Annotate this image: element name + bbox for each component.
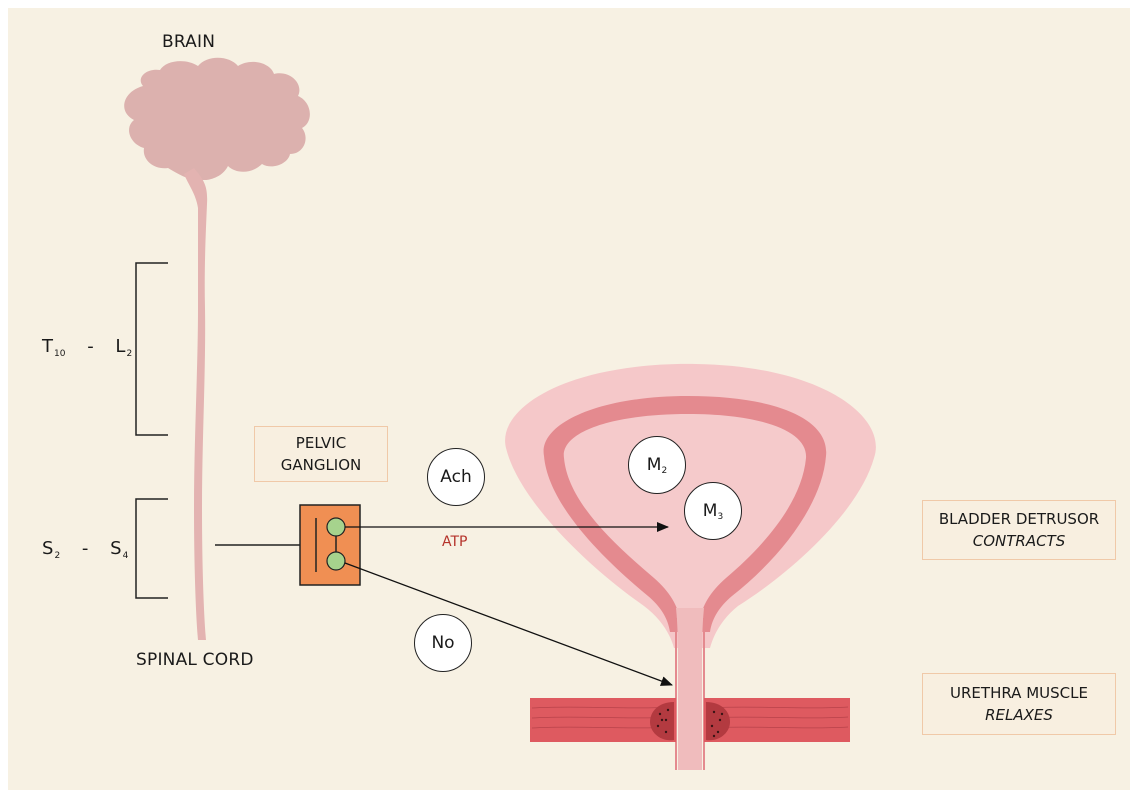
l-letter: L — [115, 336, 125, 357]
ganglion-cell-lower — [327, 552, 345, 570]
s2-subscript: 2 — [54, 551, 60, 561]
t-subscript: 10 — [54, 349, 65, 359]
urethra-line2: RELAXES — [923, 704, 1115, 726]
s2-letter: S — [42, 538, 53, 559]
m2-receptor-circle: M2 — [628, 436, 686, 494]
no-circle: No — [414, 614, 472, 672]
bladder-line2: CONTRACTS — [923, 530, 1115, 552]
s4-letter: S — [110, 538, 121, 559]
m3-receptor-circle: M3 — [684, 482, 742, 540]
bladder-detrusor-box: BLADDER DETRUSOR CONTRACTS — [922, 500, 1116, 560]
s4-subscript: 4 — [123, 551, 129, 561]
segment-t10-l2-label: T10 - L2 — [42, 336, 132, 359]
ach-circle: Ach — [427, 448, 485, 506]
dash-t-l: - — [87, 336, 94, 357]
spinal-cord-label: SPINAL CORD — [136, 650, 254, 670]
segment-s2-s4-label: S2 - S4 — [42, 538, 128, 561]
ganglion-cell-upper — [327, 518, 345, 536]
pelvic-ganglion-line2: GANGLION — [255, 454, 387, 476]
t-letter: T — [42, 336, 53, 357]
brain-shape — [124, 58, 310, 180]
m2-subscript: 2 — [661, 466, 667, 476]
diagram-canvas: BRAIN SPINAL CORD T10 - L2 S2 - S4 PELVI… — [8, 8, 1130, 790]
m2-letter: M — [647, 455, 662, 475]
pelvic-ganglion-line1: PELVIC — [255, 432, 387, 454]
dash-s-s: - — [82, 538, 89, 559]
bladder-line1: BLADDER DETRUSOR — [923, 508, 1115, 530]
urethra-muscle-box: URETHRA MUSCLE RELAXES — [922, 673, 1116, 735]
ach-text: Ach — [440, 467, 471, 487]
spinal-cord-shape — [184, 168, 207, 640]
m3-letter: M — [703, 501, 718, 521]
pelvic-ganglion-box-label: PELVIC GANGLION — [254, 426, 388, 482]
urethra-tube — [676, 608, 704, 770]
m3-subscript: 3 — [717, 512, 723, 522]
bracket-s2-s4 — [136, 499, 168, 598]
no-text: No — [431, 633, 454, 653]
pelvic-ganglion-box — [300, 505, 360, 585]
bracket-t10-l2 — [136, 263, 168, 435]
atp-label: ATP — [442, 534, 467, 550]
urethra-line1: URETHRA MUSCLE — [923, 682, 1115, 704]
l-subscript: 2 — [126, 349, 132, 359]
brain-label: BRAIN — [162, 32, 215, 52]
